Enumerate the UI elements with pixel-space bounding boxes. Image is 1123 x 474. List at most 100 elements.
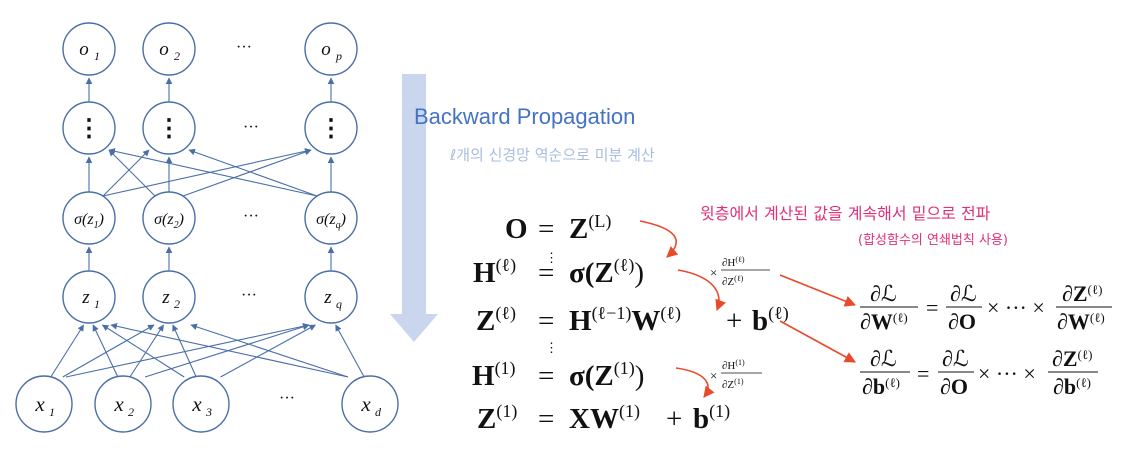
network-edge — [110, 323, 349, 378]
svg-text:2: 2 — [174, 49, 180, 63]
network-edge — [182, 148, 312, 197]
input-node: x d — [341, 375, 399, 433]
svg-text:∂ℒ: ∂ℒ — [870, 346, 897, 371]
svg-text:3: 3 — [205, 405, 212, 419]
input-node: x 3 — [172, 375, 230, 433]
svg-text:=: = — [917, 361, 929, 386]
svg-text:1: 1 — [94, 49, 100, 63]
svg-text:∂Z(ℓ): ∂Z(ℓ) — [1052, 346, 1092, 371]
activation-node: σ(z1) — [62, 191, 116, 245]
svg-text:1: 1 — [94, 297, 100, 311]
svg-text:∂O: ∂O — [940, 374, 968, 399]
input-node: x 2 — [94, 375, 152, 433]
network-edges — [50, 77, 365, 378]
output-node: o p — [304, 22, 358, 76]
svg-text:∂H(ℓ): ∂H(ℓ) — [722, 255, 745, 269]
network-edge — [129, 324, 164, 378]
z-node: z q — [304, 270, 358, 324]
svg-text:d: d — [375, 405, 382, 419]
activation-node: σ(zq) — [304, 191, 358, 245]
svg-text:q: q — [336, 297, 342, 311]
network-edge — [190, 323, 349, 378]
svg-text:σ(zq): σ(zq) — [316, 211, 346, 231]
z-node: z 2 — [142, 270, 196, 324]
ellipsis: ··· — [236, 39, 252, 56]
svg-text:z: z — [323, 287, 332, 308]
ellipsis: ··· — [241, 287, 257, 304]
preactivation-layer: z 1 z 2 ··· z q — [62, 270, 358, 324]
ellipsis: ··· — [243, 208, 259, 225]
eq-row-linear-1: Z(1) = XW(1) + b(1) — [477, 392, 730, 435]
eq-row-output: O = Z(L) — [505, 211, 611, 245]
svg-text:∂ℒ: ∂ℒ — [870, 281, 897, 306]
svg-text:×: × — [710, 265, 717, 280]
svg-text:=: = — [926, 295, 938, 320]
chain-arrows — [639, 220, 857, 398]
network-edge — [172, 324, 197, 378]
svg-text:1: 1 — [49, 405, 55, 419]
svg-text:∂b(ℓ): ∂b(ℓ) — [1053, 374, 1091, 399]
svg-text:o: o — [159, 39, 169, 60]
svg-text:∂O: ∂O — [948, 309, 976, 334]
eq-row-hidden-1: H(1) = σ(Z(1)) — [472, 349, 644, 392]
forward-equations: O = Z(L) ⋮ H(ℓ) = σ(Z(ℓ)) Z(ℓ) = H(ℓ−1)W… — [472, 211, 789, 435]
svg-text:∂b(ℓ): ∂b(ℓ) — [862, 374, 900, 399]
svg-text:o: o — [321, 39, 331, 60]
svg-text:2: 2 — [128, 405, 134, 419]
network-edge — [65, 323, 310, 378]
svg-text:∂ℒ: ∂ℒ — [942, 346, 969, 371]
svg-text:z: z — [161, 287, 170, 308]
multiplier-hz: × ∂H(ℓ) ∂Z(ℓ) — [710, 255, 770, 288]
network-edge — [335, 324, 365, 378]
section-subtitle: ℓ개의 신경망 역순으로 미분 계산 — [449, 146, 655, 164]
network-edge — [108, 149, 156, 197]
svg-text:∂H(1): ∂H(1) — [722, 358, 745, 372]
svg-text:× ··· ×: × ··· × — [987, 295, 1045, 320]
svg-text:∂W(ℓ): ∂W(ℓ) — [1057, 309, 1105, 334]
svg-text:σ(z1): σ(z1) — [74, 211, 104, 231]
output-node: o 2 — [142, 22, 196, 76]
svg-text:∂Z(1): ∂Z(1) — [722, 377, 744, 391]
svg-text:× ··· ×: × ··· × — [978, 361, 1036, 386]
svg-text:x: x — [360, 392, 371, 416]
vdots: ⋮ — [319, 116, 343, 142]
hidden-dots-layer: ⋮ ⋮ ··· ⋮ — [62, 101, 358, 155]
input-node: x 1 — [15, 375, 73, 433]
input-layer: x 1 x 2 x 3 ··· x d — [15, 375, 399, 433]
network-edge — [101, 324, 185, 378]
ellipsis: ··· — [243, 119, 259, 136]
svg-text:∂Z(ℓ): ∂Z(ℓ) — [1062, 281, 1102, 306]
network-edge — [188, 148, 318, 197]
ellipsis: ··· — [279, 390, 295, 407]
svg-text:∂Z(ℓ): ∂Z(ℓ) — [722, 274, 744, 288]
svg-text:o: o — [79, 39, 89, 60]
svg-text:z: z — [81, 287, 90, 308]
svg-text:×: × — [710, 368, 717, 383]
svg-text:x: x — [113, 392, 124, 416]
vdots: ⋮ — [157, 116, 181, 142]
network-edge — [108, 148, 318, 197]
network-edge — [62, 324, 155, 378]
eq-vdots: ⋮ — [545, 250, 558, 265]
svg-text:∂ℒ: ∂ℒ — [950, 281, 977, 306]
svg-text:x: x — [34, 392, 45, 416]
eq-vdots: ⋮ — [545, 340, 558, 355]
svg-text:∂W(ℓ): ∂W(ℓ) — [860, 309, 908, 334]
gradient-w: ∂ℒ ∂W(ℓ) = ∂ℒ ∂O × ··· × ∂Z(ℓ) ∂W(ℓ) — [860, 281, 1112, 334]
svg-text:2: 2 — [174, 297, 180, 311]
chain-rule-note: (합성함수의 연쇄법칙 사용) — [858, 233, 1008, 248]
output-node: o 1 — [62, 22, 116, 76]
eq-row-hidden: H(ℓ) = σ(Z(ℓ)) — [473, 246, 644, 289]
eq-row-linear: Z(ℓ) = H(ℓ−1)W(ℓ) + b(ℓ) — [476, 294, 789, 337]
section-title: Backward Propagation — [414, 104, 635, 129]
activation-layer: σ(z1) σ(z2) ··· σ(zq) — [62, 191, 358, 245]
multiplier-hz-1: × ∂H(1) ∂Z(1) — [710, 358, 762, 391]
gradient-b: ∂ℒ ∂b(ℓ) = ∂ℒ ∂O × ··· × ∂Z(ℓ) ∂b(ℓ) — [860, 346, 1098, 399]
svg-text:x: x — [191, 392, 202, 416]
network-edge — [50, 324, 85, 378]
vdots: ⋮ — [77, 116, 101, 142]
propagation-note: 윗층에서 계산된 값을 계속해서 밑으로 전파 — [700, 204, 991, 223]
output-layer: o 1 o 2 ··· o p — [62, 22, 358, 76]
